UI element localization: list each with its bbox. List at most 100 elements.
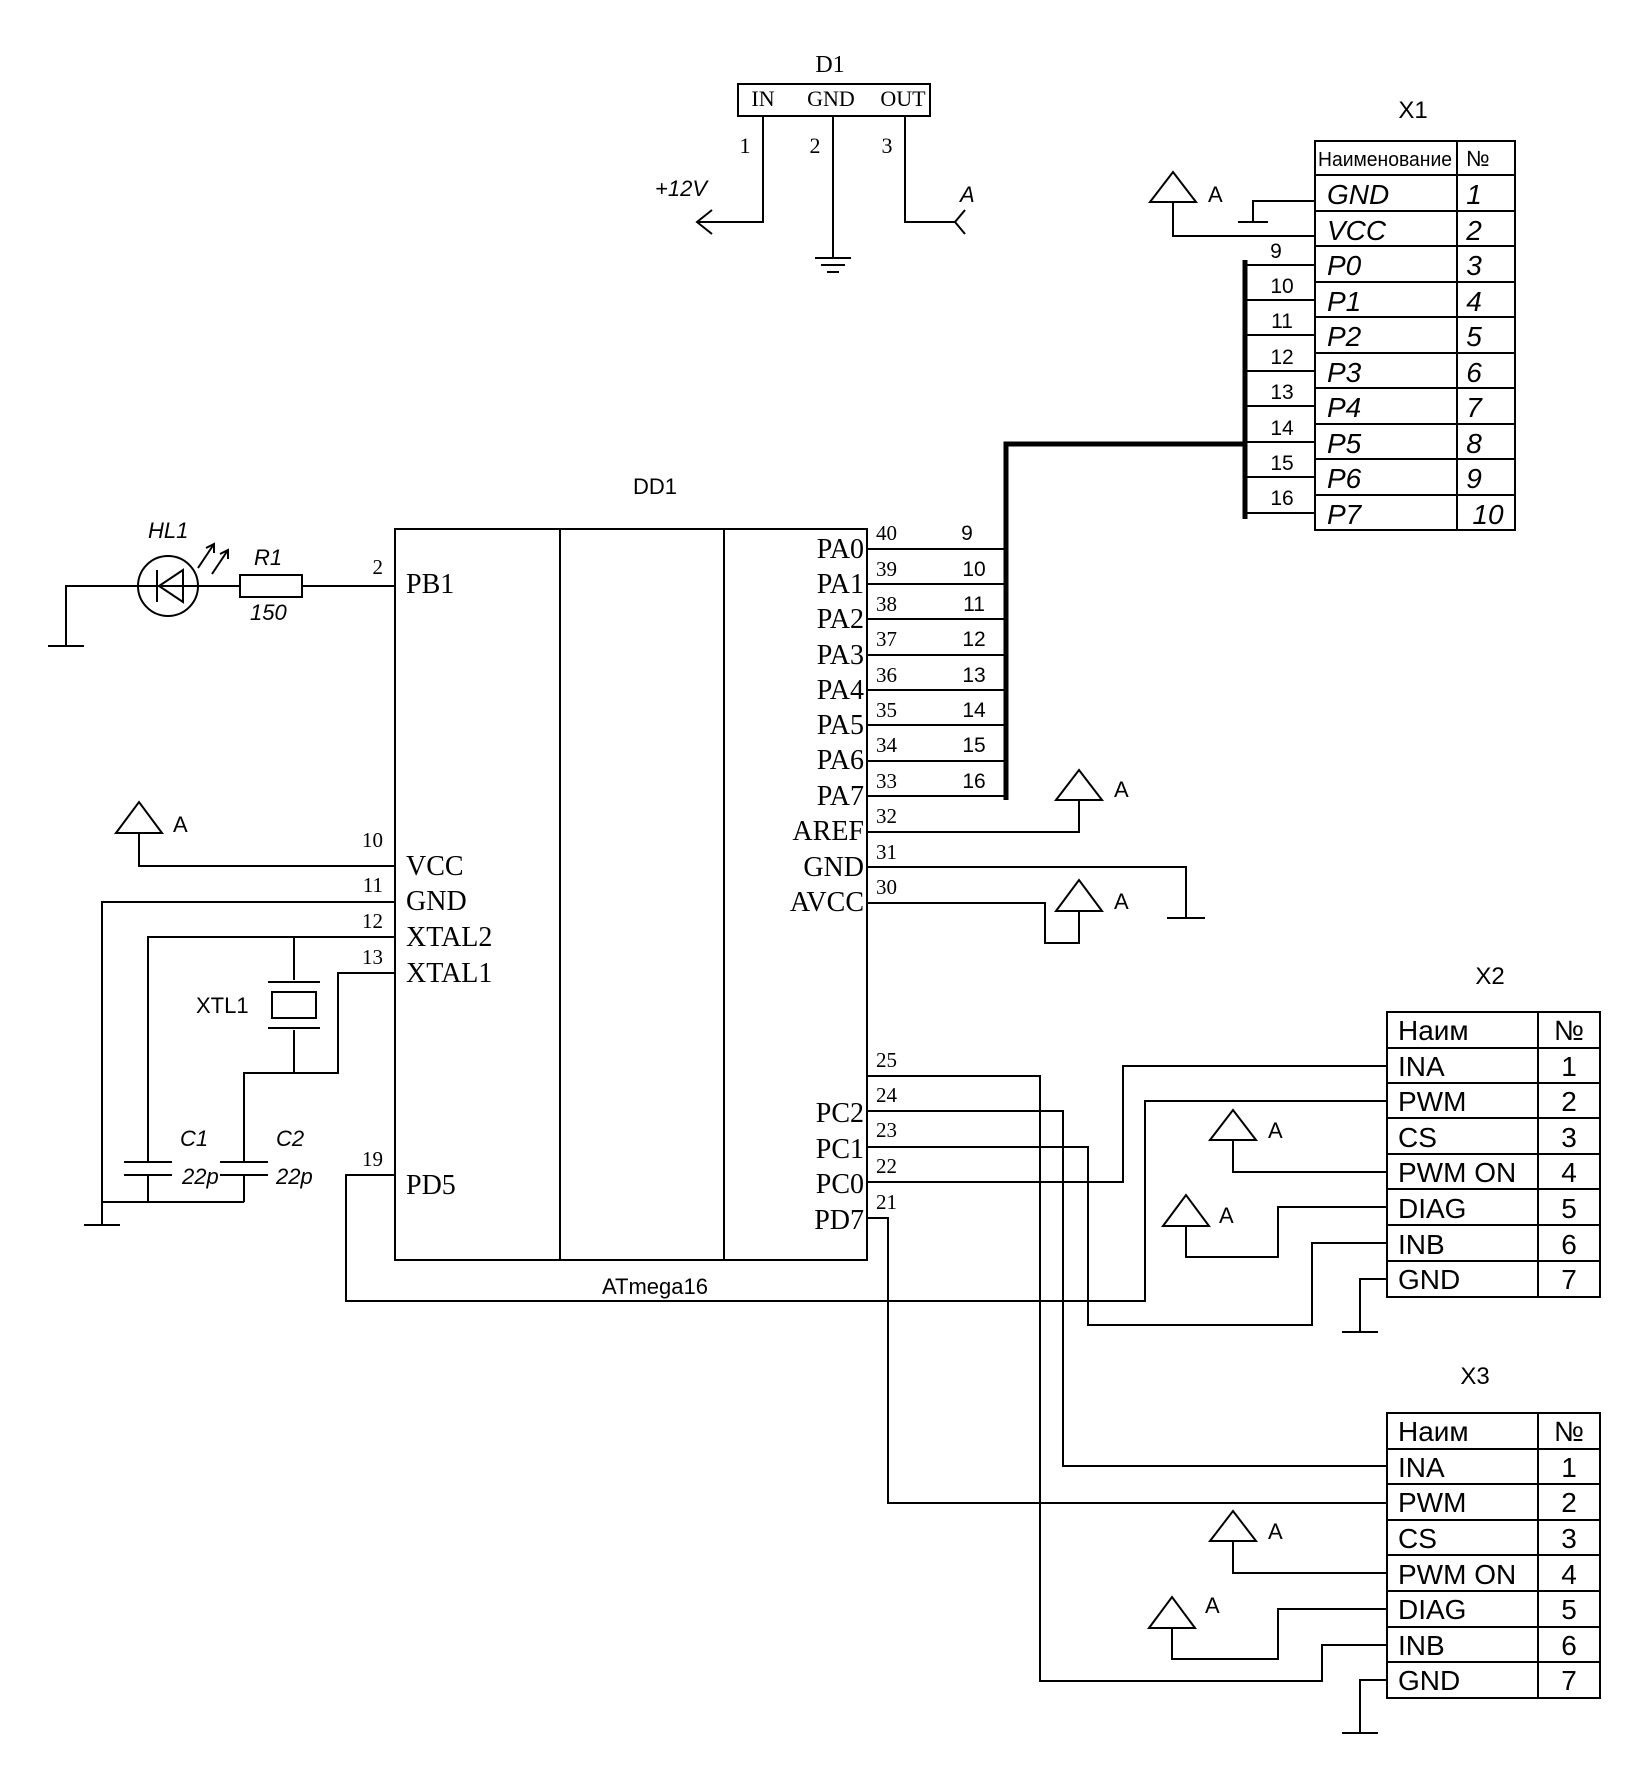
mcu-pin-num: 33 [876, 769, 897, 793]
connector-x3: X3 Наим № INA PWM CS PWM ON DIAG INB GND… [1147, 1363, 1601, 1734]
x1-row-name: P1 [1327, 286, 1361, 317]
x2-row-name: DIAG [1398, 1193, 1466, 1224]
x2-row-name: INB [1398, 1229, 1445, 1260]
mcu-pin-label: PA6 [817, 745, 864, 776]
mcu-pin-num: 11 [363, 873, 383, 897]
x2-pwm-on-net-label: A [1268, 1118, 1283, 1143]
x2-row-num: 7 [1561, 1264, 1577, 1295]
x2-row-num: 6 [1561, 1229, 1577, 1260]
x1-bus-num: 15 [1270, 452, 1293, 475]
pc0-to-x2-ina-wire [867, 1065, 1387, 1183]
x3-pwm-on-power-flag [1207, 1509, 1259, 1542]
mcu-pin-num: 36 [876, 663, 897, 687]
mcu-vcc-power-flag [114, 800, 164, 834]
c1-value: 22p [181, 1164, 219, 1189]
x2-header-name: Наим [1398, 1015, 1469, 1046]
x1-bus-num: 12 [1270, 346, 1293, 369]
x2-diag-net-label: A [1219, 1203, 1234, 1228]
x3-diag-wire [1171, 1608, 1387, 1660]
mcu-pin-label: PC2 [816, 1098, 864, 1129]
mcu-pin-num: 2 [373, 555, 384, 579]
c1-plates [124, 1161, 172, 1176]
pa-bus-num: 12 [962, 628, 985, 651]
c1-ref: C1 [180, 1126, 208, 1151]
x2-row-num: 2 [1561, 1086, 1577, 1117]
x3-row-name: PWM ON [1398, 1559, 1516, 1590]
oscillator-circuit: XTL1 C1 22p C2 22p [84, 901, 395, 1226]
x1-row-name: GND [1327, 179, 1389, 210]
x1-row-name: P5 [1327, 428, 1362, 459]
mcu-pin-num: 35 [876, 698, 897, 722]
mcu-pin-num: 31 [876, 840, 897, 864]
x1-bus-num: 13 [1270, 381, 1293, 404]
plus12v-label: +12V [655, 176, 709, 201]
x3-row-num: 3 [1561, 1523, 1577, 1554]
crystal-ref: XTL1 [196, 993, 249, 1018]
mcu-gnd-left-wire [101, 901, 395, 1225]
mcu-pin-num: 34 [876, 733, 898, 757]
x1-row-name: P3 [1327, 357, 1362, 388]
x3-row-name: DIAG [1398, 1594, 1466, 1625]
x1-row-num: 10 [1472, 499, 1504, 530]
regulator-pin-1-num: 1 [740, 133, 751, 158]
regulator-ref: D1 [815, 52, 844, 78]
x1-row-name: P0 [1327, 250, 1362, 281]
x1-bus-num: 9 [1270, 240, 1282, 263]
x1-bus-num: 10 [1270, 275, 1293, 298]
x2-ref: X2 [1475, 963, 1504, 990]
x3-diag-power-flag [1147, 1595, 1197, 1629]
led-ref: HL1 [148, 518, 188, 543]
x2-row-num: 5 [1561, 1193, 1577, 1224]
led-gnd-wire [65, 585, 137, 646]
x1-row-num: 1 [1466, 179, 1482, 210]
x1-row-name: P6 [1327, 463, 1362, 494]
pa-bus-num: 11 [963, 593, 985, 616]
driver-wiring [345, 1065, 1387, 1682]
pa-bus-num: 13 [962, 664, 985, 687]
x1-row-num: 4 [1466, 286, 1482, 317]
x3-row-name: PWM [1398, 1487, 1466, 1518]
regulator-out-wire [904, 116, 955, 223]
mcu-pin-num: 32 [876, 804, 897, 828]
x2-pwm-on-wire [1232, 1140, 1387, 1173]
regulator-in-wire [697, 116, 764, 223]
c2-ref: C2 [276, 1126, 304, 1151]
x1-row-num: 3 [1466, 250, 1482, 281]
mcu-pin-label: PA5 [817, 710, 864, 741]
mcu-pin-num: 37 [876, 627, 897, 651]
regulator-out-net-label: A [958, 182, 975, 207]
mcu-pin-label: VCC [406, 851, 464, 882]
regulator-pin-out-label: OUT [880, 86, 926, 111]
mcu-ref: DD1 [633, 474, 677, 499]
x2-row-name: PWM ON [1398, 1157, 1516, 1188]
x3-diag-net-label: A [1205, 1593, 1220, 1618]
x3-row-num: 5 [1561, 1594, 1577, 1625]
x3-header-name: Наим [1398, 1416, 1469, 1447]
xtal2-wire [147, 936, 395, 1162]
mcu-pin-num: 12 [362, 909, 383, 933]
x1-row-name: P4 [1327, 392, 1361, 423]
led-anode-triangle [157, 568, 184, 604]
crystal-plates [268, 981, 320, 1029]
mcu-pin-label: AREF [792, 816, 864, 847]
x1-bus-num: 16 [1270, 487, 1293, 510]
regulator-ground-symbol [815, 257, 851, 273]
x3-row-name: CS [1398, 1523, 1437, 1554]
x2-diag-power-flag [1161, 1193, 1211, 1227]
avcc-wire [867, 902, 1080, 944]
mcu-vcc-wire [138, 833, 395, 867]
pa-bus-num: 14 [962, 699, 986, 722]
x1-header-num: № [1466, 146, 1490, 171]
pd7-to-x3-pwm-wire [867, 1217, 1387, 1504]
mcu-pin-num: 38 [876, 592, 897, 616]
x1-row-num: 9 [1466, 463, 1482, 494]
pin25-to-x3-inb-wire [867, 1075, 1387, 1682]
aref-power-flag [1053, 768, 1105, 801]
port-a-bus [1003, 441, 1245, 800]
x1-bus-num: 14 [1270, 417, 1294, 440]
mcu-dd1: DD1 ATmega16 PB1 VCC GND XTAL2 XTAL1 PD5… [362, 474, 1205, 1299]
c2-value: 22p [275, 1164, 313, 1189]
connector-x1: X1 Наименование № GND VCC P0 P1 P2 P3 P4… [1147, 97, 1516, 531]
mcu-pin-label: PA3 [817, 640, 864, 671]
